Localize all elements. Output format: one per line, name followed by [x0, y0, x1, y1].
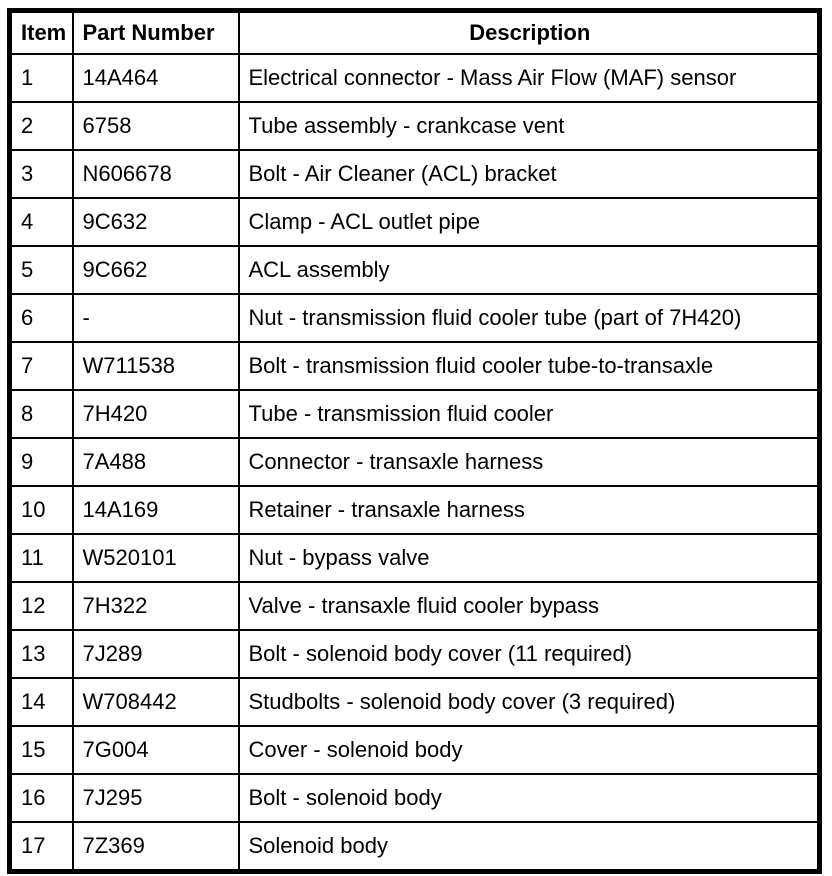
part-number-cell: W711538 [71, 341, 240, 391]
description-cell: Nut - transmission fluid cooler tube (pa… [237, 293, 821, 343]
part-number-cell: 7G004 [71, 725, 240, 775]
item-cell: 6 [8, 293, 74, 343]
description-cell: Bolt - solenoid body cover (11 required) [237, 629, 821, 679]
item-cell: 11 [8, 533, 74, 583]
description-cell: Connector - transaxle harness [237, 437, 821, 487]
description-cell: Studbolts - solenoid body cover (3 requi… [237, 677, 821, 727]
item-cell: 2 [8, 101, 74, 151]
item-cell: 13 [8, 629, 74, 679]
table-row: 7 W711538 Bolt - transmission fluid cool… [8, 341, 821, 391]
item-cell: 7 [8, 341, 74, 391]
table-row: 16 7J295 Bolt - solenoid body [8, 773, 821, 823]
table-row: 2 6758 Tube assembly - crankcase vent [8, 101, 821, 151]
description-cell: Bolt - solenoid body [237, 773, 821, 823]
table-row: 9 7A488 Connector - transaxle harness [8, 437, 821, 487]
item-cell: 14 [8, 677, 74, 727]
table-row: 10 14A169 Retainer - transaxle harness [8, 485, 821, 535]
description-cell: Valve - transaxle fluid cooler bypass [237, 581, 821, 631]
part-number-cell: 7J295 [71, 773, 240, 823]
item-cell: 8 [8, 389, 74, 439]
table-row: 13 7J289 Bolt - solenoid body cover (11 … [8, 629, 821, 679]
parts-table: Item Part Number Description 1 14A464 El… [7, 8, 822, 874]
description-cell: ACL assembly [237, 245, 821, 295]
column-header-description: Description [237, 9, 821, 55]
table-header-row: Item Part Number Description [8, 9, 821, 55]
description-cell: Bolt - transmission fluid cooler tube-to… [237, 341, 821, 391]
description-cell: Tube assembly - crankcase vent [237, 101, 821, 151]
item-cell: 16 [8, 773, 74, 823]
item-cell: 12 [8, 581, 74, 631]
item-cell: 3 [8, 149, 74, 199]
item-cell: 15 [8, 725, 74, 775]
part-number-cell: 14A169 [71, 485, 240, 535]
part-number-cell: W520101 [71, 533, 240, 583]
table-row: 1 14A464 Electrical connector - Mass Air… [8, 53, 821, 103]
description-cell: Electrical connector - Mass Air Flow (MA… [237, 53, 821, 103]
description-cell: Cover - solenoid body [237, 725, 821, 775]
item-cell: 1 [8, 53, 74, 103]
table-row: 4 9C632 Clamp - ACL outlet pipe [8, 197, 821, 247]
item-cell: 9 [8, 437, 74, 487]
item-cell: 10 [8, 485, 74, 535]
part-number-cell: 7Z369 [71, 821, 240, 873]
column-header-item: Item [8, 9, 74, 55]
description-cell: Solenoid body [237, 821, 821, 873]
part-number-cell: 7A488 [71, 437, 240, 487]
description-cell: Tube - transmission fluid cooler [237, 389, 821, 439]
part-number-cell: N606678 [71, 149, 240, 199]
table-row: 5 9C662 ACL assembly [8, 245, 821, 295]
item-cell: 4 [8, 197, 74, 247]
column-header-part-number: Part Number [71, 9, 240, 55]
table-row: 15 7G004 Cover - solenoid body [8, 725, 821, 775]
table-row: 14 W708442 Studbolts - solenoid body cov… [8, 677, 821, 727]
part-number-cell: 6758 [71, 101, 240, 151]
part-number-cell: 7H322 [71, 581, 240, 631]
table-row: 12 7H322 Valve - transaxle fluid cooler … [8, 581, 821, 631]
table-row: 8 7H420 Tube - transmission fluid cooler [8, 389, 821, 439]
item-cell: 5 [8, 245, 74, 295]
part-number-cell: - [71, 293, 240, 343]
table-row: 17 7Z369 Solenoid body [8, 821, 821, 873]
part-number-cell: 9C662 [71, 245, 240, 295]
description-cell: Nut - bypass valve [237, 533, 821, 583]
table-row: 11 W520101 Nut - bypass valve [8, 533, 821, 583]
item-cell: 17 [8, 821, 74, 873]
part-number-cell: 9C632 [71, 197, 240, 247]
description-cell: Retainer - transaxle harness [237, 485, 821, 535]
table-row: 6 - Nut - transmission fluid cooler tube… [8, 293, 821, 343]
description-cell: Bolt - Air Cleaner (ACL) bracket [237, 149, 821, 199]
part-number-cell: 7J289 [71, 629, 240, 679]
part-number-cell: 14A464 [71, 53, 240, 103]
description-cell: Clamp - ACL outlet pipe [237, 197, 821, 247]
part-number-cell: 7H420 [71, 389, 240, 439]
part-number-cell: W708442 [71, 677, 240, 727]
table-row: 3 N606678 Bolt - Air Cleaner (ACL) brack… [8, 149, 821, 199]
